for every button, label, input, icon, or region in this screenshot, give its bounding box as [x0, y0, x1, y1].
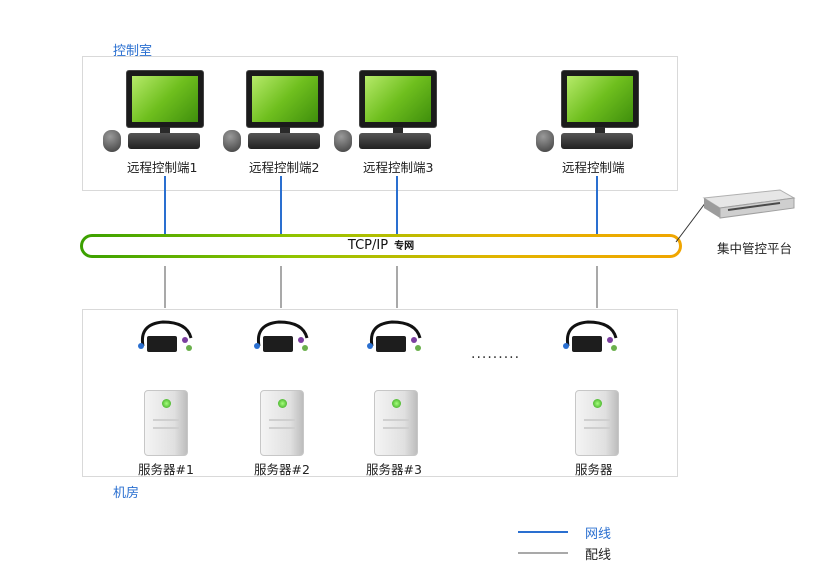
server-label-2: 服务器#2 [254, 462, 310, 477]
server-icon [374, 390, 418, 456]
management-platform-icon [702, 189, 796, 219]
keyboard-icon [128, 133, 200, 149]
legend-patch-line [518, 552, 568, 554]
server-icon [144, 390, 188, 456]
platform-label: 集中管控平台 [717, 241, 793, 256]
client-label-4: 远程控制端 [562, 160, 625, 175]
mouse-icon [103, 130, 121, 152]
keyboard-icon [359, 133, 431, 149]
client-label-2: 远程控制端2 [249, 160, 320, 175]
mouse-icon [334, 130, 352, 152]
legend-network-line [518, 531, 568, 533]
legend-patch-label: 配线 [585, 548, 612, 563]
monitor-icon [359, 70, 437, 138]
patch-cable-line [396, 266, 398, 308]
monitor-icon [246, 70, 324, 138]
network-cable-line [164, 176, 166, 236]
kvm-adapter-icon [138, 320, 193, 352]
server-label-1: 服务器#1 [138, 462, 194, 477]
kvm-adapter-icon [254, 320, 309, 352]
control-room-label: 控制室 [113, 44, 153, 59]
machine-room-label: 机房 [113, 486, 140, 501]
more-devices-ellipsis: ......... [471, 346, 521, 362]
client-label-1: 远程控制端1 [127, 160, 198, 175]
keyboard-icon [248, 133, 320, 149]
legend-network-label: 网线 [585, 527, 612, 542]
mouse-icon [223, 130, 241, 152]
monitor-icon [561, 70, 639, 138]
platform-connector-line [675, 201, 707, 243]
kvm-adapter-icon [367, 320, 422, 352]
network-cable-line [596, 176, 598, 236]
patch-cable-line [596, 266, 598, 308]
server-label-4: 服务器 [575, 462, 613, 477]
server-label-3: 服务器#3 [366, 462, 422, 477]
patch-cable-line [164, 266, 166, 308]
monitor-icon [126, 70, 204, 138]
server-icon [260, 390, 304, 456]
keyboard-icon [561, 133, 633, 149]
mouse-icon [536, 130, 554, 152]
network-cable-line [280, 176, 282, 236]
network-cable-line [396, 176, 398, 236]
patch-cable-line [280, 266, 282, 308]
client-label-3: 远程控制端3 [363, 160, 434, 175]
kvm-adapter-icon [563, 320, 618, 352]
server-icon [575, 390, 619, 456]
